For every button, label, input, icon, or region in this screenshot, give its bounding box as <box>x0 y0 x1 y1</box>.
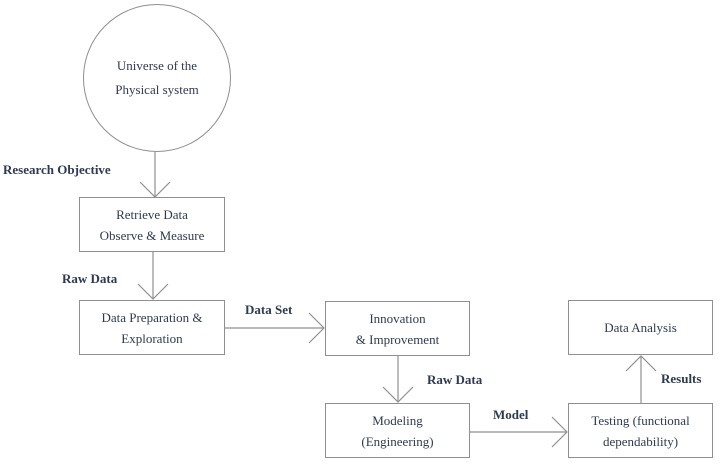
node-universe-line1: Universe of the <box>116 58 198 73</box>
node-data-analysis-line1: Data Analysis <box>604 320 677 335</box>
node-modeling: Modeling (Engineering) <box>325 403 470 458</box>
node-testing: Testing (functional dependability) <box>568 403 713 458</box>
edge-label-model: Model <box>493 407 529 422</box>
node-testing-line2: dependability) <box>602 433 679 449</box>
arrow-research-objective <box>139 152 171 198</box>
arrow-data-set <box>225 312 325 344</box>
edge-label-raw-data-1: Raw Data <box>62 271 118 286</box>
node-retrieve-data-line1: Retrieve Data <box>116 206 188 222</box>
edge-label-data-set: Data Set <box>245 302 293 317</box>
edge-label-results: Results <box>661 371 702 386</box>
node-data-preparation-line2: Exploration <box>121 330 183 346</box>
node-modeling-line2: (Engineering) <box>361 433 434 449</box>
arrow-model <box>470 416 568 448</box>
edge-label-research-objective: Research Objective <box>3 162 111 177</box>
arrow-raw-data-1 <box>137 252 169 300</box>
arrow-raw-data-2 <box>382 356 414 403</box>
node-data-preparation: Data Preparation & Exploration <box>79 300 225 355</box>
node-data-preparation-line1: Data Preparation & <box>101 309 203 325</box>
node-data-analysis: Data Analysis <box>568 300 713 355</box>
node-universe-line2: Physical system <box>115 82 199 97</box>
node-innovation: Innovation & Improvement <box>325 301 470 356</box>
node-testing-line1: Testing (functional <box>591 412 690 428</box>
arrow-results <box>625 355 657 403</box>
node-retrieve-data: Retrieve Data Observe & Measure <box>79 197 225 252</box>
edge-label-raw-data-2: Raw Data <box>427 372 483 387</box>
node-universe: Universe of the Physical system <box>83 4 231 152</box>
node-modeling-line1: Modeling <box>372 412 423 428</box>
node-retrieve-data-line2: Observe & Measure <box>99 227 205 243</box>
node-innovation-line2: & Improvement <box>355 331 440 347</box>
node-innovation-line1: Innovation <box>369 310 426 326</box>
